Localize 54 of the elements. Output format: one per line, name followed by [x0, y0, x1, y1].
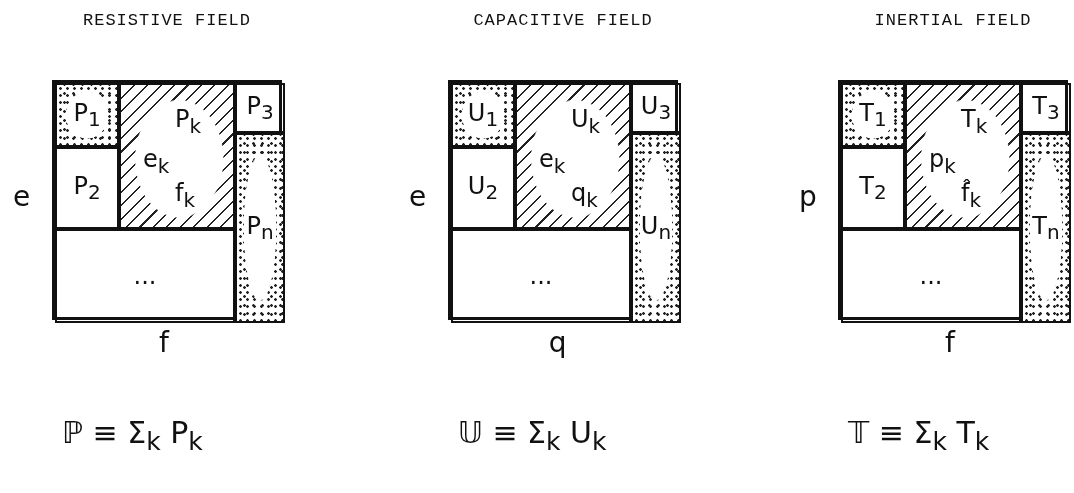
matrix-cell — [55, 229, 235, 323]
hatched-cell — [119, 83, 235, 229]
axis-label: e — [409, 183, 427, 211]
cell-symbol: T$_{2}$ — [859, 173, 887, 203]
cell-symbol: T$_{1}$ — [859, 100, 887, 130]
cell-symbol: P$_{1}$ — [73, 100, 101, 130]
cell-symbol: T$_{n}$ — [1032, 213, 1060, 243]
field-title: RESISTIVE FIELD — [83, 11, 251, 30]
dotted-cell — [631, 133, 681, 323]
matrix-cell — [1021, 83, 1071, 133]
hatched-cell — [515, 83, 631, 229]
matrix-cell — [235, 83, 285, 133]
cell-symbol: f̂$_{k}$ — [961, 181, 982, 210]
cell-symbol: U$_{3}$ — [640, 93, 672, 123]
cell-symbol: P$_{k}$ — [175, 107, 202, 136]
cell-symbol: e$_{k}$ — [143, 147, 170, 176]
matrix-cell — [631, 83, 681, 133]
hatched-cell — [905, 83, 1021, 229]
cell-symbol: f$_{k}$ — [175, 181, 196, 210]
axis-label: f — [945, 329, 955, 357]
cell-symbol: T$_{k}$ — [961, 107, 988, 136]
cell-symbol: T$_{3}$ — [1032, 93, 1060, 123]
dotted-cell — [451, 83, 515, 147]
cell-symbol: P$_{3}$ — [246, 93, 274, 123]
axis-label: q — [548, 329, 567, 357]
cell-symbol: ... — [529, 264, 553, 288]
dotted-cell — [1021, 133, 1071, 323]
cell-symbol: q$_{k}$ — [571, 181, 598, 210]
matrix-cell — [841, 229, 1021, 323]
cell-symbol: ... — [133, 264, 157, 288]
matrix-cell — [451, 147, 515, 229]
matrix-cell — [841, 147, 905, 229]
axis-label: p — [799, 183, 817, 211]
cell-symbol: e$_{k}$ — [539, 147, 566, 176]
matrix-cell — [55, 147, 119, 229]
field-title: INERTIAL FIELD — [874, 11, 1032, 30]
sum-formula: 𝕌 ≡ Σ$_{k}$ U$_{k}$ — [458, 415, 607, 456]
cell-symbol: U$_{n}$ — [640, 213, 672, 243]
axis-label: f — [159, 329, 169, 357]
dotted-cell — [841, 83, 905, 147]
cell-symbol: ... — [919, 264, 943, 288]
sum-formula: 𝕋 ≡ Σ$_{k}$ T$_{k}$ — [848, 415, 990, 456]
sum-formula: ℙ ≡ Σ$_{k}$ P$_{k}$ — [62, 415, 203, 456]
cell-symbol: P$_{2}$ — [73, 173, 101, 203]
cell-symbol: U$_{k}$ — [571, 107, 601, 136]
cell-symbol: U$_{1}$ — [467, 100, 499, 130]
cell-symbol: U$_{2}$ — [467, 173, 499, 203]
matrix-cell — [451, 229, 631, 323]
dotted-cell — [55, 83, 119, 147]
dotted-cell — [235, 133, 285, 323]
axis-label: e — [13, 183, 31, 211]
cell-symbol: p$_{k}$ — [929, 147, 956, 176]
field-title: CAPACITIVE FIELD — [473, 11, 653, 30]
cell-symbol: P$_{n}$ — [246, 213, 274, 243]
